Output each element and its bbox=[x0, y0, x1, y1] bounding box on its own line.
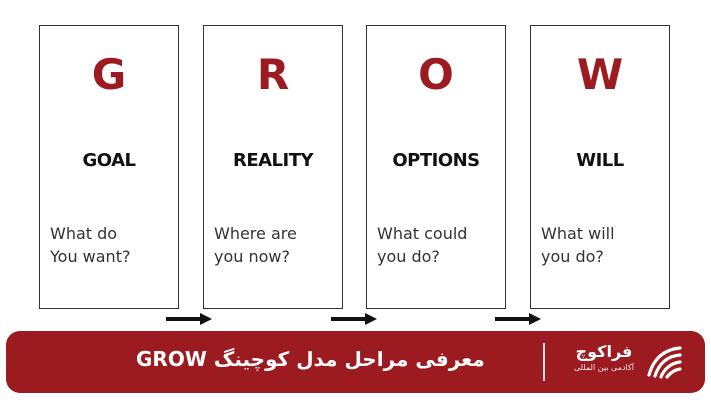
brand-tagline: آکادمی بین المللی bbox=[573, 363, 635, 372]
question-reality: Where are you now? bbox=[214, 224, 297, 266]
footer-banner: معرفی مراحل مدل کوچینگ GROW فراکوچ آکادم… bbox=[6, 331, 705, 393]
letter-w: W bbox=[576, 50, 624, 99]
stage-options: OPTIONS bbox=[392, 150, 480, 171]
card-goal: G GOAL What do You want? bbox=[39, 25, 179, 309]
card-reality: R REALITY Where are you now? bbox=[203, 25, 343, 309]
question-will: What will you do? bbox=[541, 224, 615, 266]
stage-goal: GOAL bbox=[82, 150, 137, 171]
arrow-right-icon bbox=[166, 313, 212, 325]
card-options: O OPTIONS What could you do? bbox=[366, 25, 506, 309]
stage-will: WILL bbox=[576, 150, 624, 171]
letter-o: O bbox=[418, 50, 454, 99]
letter-r: R bbox=[256, 50, 290, 99]
arrow-right-icon bbox=[495, 313, 541, 325]
question-options: What could you do? bbox=[377, 224, 468, 266]
stage-reality: REALITY bbox=[232, 150, 314, 171]
letter-g: G bbox=[91, 50, 127, 99]
brand-name: فراکوچ bbox=[575, 342, 633, 361]
divider bbox=[543, 343, 545, 381]
footer-title: معرفی مراحل مدل کوچینگ GROW bbox=[136, 347, 485, 371]
card-will: W WILL What will you do? bbox=[530, 25, 670, 309]
wing-logo-icon bbox=[647, 346, 682, 379]
arrow-right-icon bbox=[331, 313, 377, 325]
question-goal: What do You want? bbox=[50, 224, 131, 266]
brand: فراکوچ آکادمی بین المللی bbox=[562, 342, 646, 374]
